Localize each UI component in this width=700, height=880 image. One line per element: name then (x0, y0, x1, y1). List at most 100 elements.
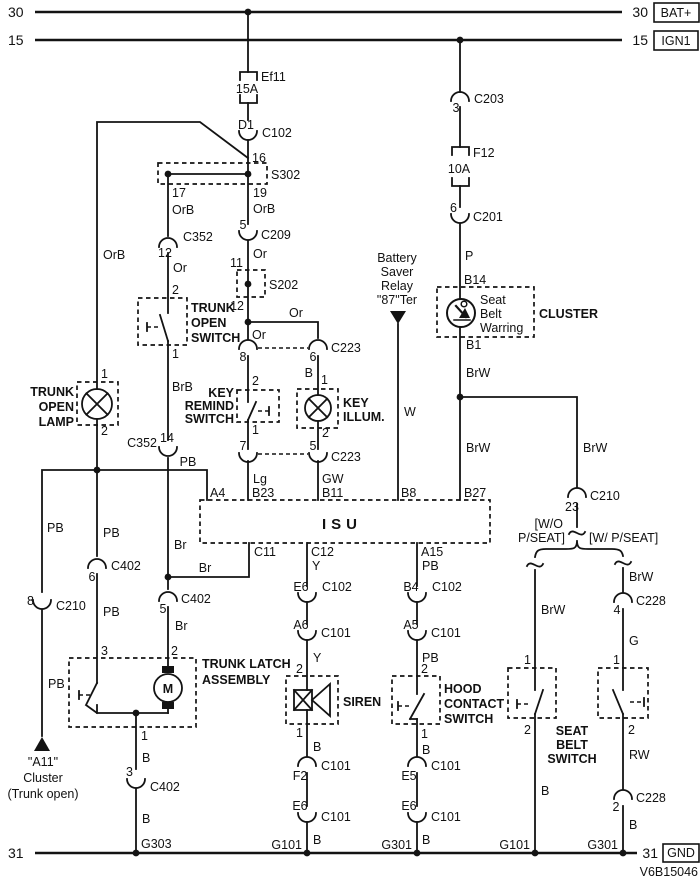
wire-rw: RW (629, 748, 650, 762)
pin-3-latch: 3 (101, 644, 108, 658)
pin-5-c209: 5 (240, 218, 247, 232)
hood-switch-label-1: HOOD (444, 682, 482, 696)
key-remind-label-3: SWITCH (185, 412, 234, 426)
wire-orb-3: OrB (103, 248, 125, 262)
pin-2-hood: 2 (421, 662, 428, 676)
pin-b23: B23 (252, 486, 274, 500)
motor-label: M (163, 682, 173, 696)
wire-g: G (629, 634, 639, 648)
wire-b-sbl: B (541, 784, 549, 798)
connector-c228-b: C228 (636, 791, 666, 805)
pin-23: 23 (565, 500, 579, 514)
trunk-open-switch-label-3: SWITCH (191, 331, 240, 345)
pin-a15: A15 (421, 545, 443, 559)
pin-2-tos: 2 (172, 283, 179, 297)
battery-saver-2: Saver (381, 265, 414, 279)
wire-or-2: Or (253, 247, 267, 261)
pin-2-sbr: 2 (628, 723, 635, 737)
fuse-ef11-name: Ef11 (261, 70, 286, 84)
wire-brw-5: BrW (629, 570, 654, 584)
cluster-lamp-2: Belt (480, 307, 502, 321)
pin-1-latch: 1 (141, 729, 148, 743)
wire-b-latch1: B (142, 751, 150, 765)
connector-c209: C209 (261, 228, 291, 242)
seat-belt-warning-lamp-icon (446, 298, 476, 328)
pin-1-hood: 1 (421, 727, 428, 741)
option-branch-marks (525, 530, 633, 568)
pin-e6-c102: E6 (293, 580, 308, 594)
wire-brw-2: BrW (466, 441, 491, 455)
connector-c102-hood: C102 (432, 580, 462, 594)
splice-s302: S302 (271, 168, 300, 182)
pin-16: 16 (252, 151, 266, 165)
connector-c223-b: C223 (331, 450, 361, 464)
siren-label: SIREN (343, 695, 381, 709)
connector-c210-b: C210 (590, 489, 620, 503)
a11-ref-1: "A11" (28, 755, 58, 769)
pin-2-ki: 2 (322, 426, 329, 440)
wire-b-hood2: B (422, 833, 430, 847)
fuse-f12-name: F12 (473, 146, 495, 160)
pin-2-krs: 2 (252, 374, 259, 388)
wire-br-1: Br (174, 538, 187, 552)
seat-belt-switch-1: SEAT (556, 724, 589, 738)
wire-b-latch2: B (142, 812, 150, 826)
a11-ref-2: Cluster (23, 771, 63, 785)
siren-box (285, 675, 339, 725)
ign1-tag: IGN1 (661, 34, 690, 48)
pin-c12: C12 (311, 545, 334, 559)
pin-11: 11 (230, 256, 243, 270)
pin-a5: A5 (403, 618, 418, 632)
wire-or-1: Or (173, 261, 187, 275)
wire-p: P (465, 249, 473, 263)
battery-saver-4: "87"Ter (377, 293, 417, 307)
pin-e6-siren: E6 (292, 799, 307, 813)
splice-box-s202 (236, 269, 266, 298)
pin-d1: D1 (238, 118, 254, 132)
pin-5-c402: 5 (160, 602, 167, 616)
seat-belt-switch-left-box (507, 667, 557, 719)
hood-switch-label-3: SWITCH (444, 712, 493, 726)
connector-c402-c: C402 (150, 780, 180, 794)
ign1-tag-box (653, 30, 699, 51)
wire-b-sbr: B (629, 818, 637, 832)
wire-pb-2: PB (47, 521, 64, 535)
pin-e6-hood: E6 (401, 799, 416, 813)
pin-2-latch: 2 (171, 644, 178, 658)
key-illum-label-2: ILLUM. (343, 410, 385, 424)
pin-a6: A6 (293, 618, 308, 632)
pin-b11: B11 (322, 486, 343, 500)
bat-tag-box (653, 2, 700, 23)
wire-brw-1: BrW (466, 366, 491, 380)
key-remind-switch-box (236, 389, 280, 423)
connector-c352-a: C352 (183, 230, 213, 244)
cluster-lamp-1: Seat (480, 293, 506, 307)
pin-2-c228: 2 (613, 800, 620, 814)
wire-pb-4: PB (103, 526, 120, 540)
trunk-latch-box (68, 657, 197, 728)
connector-c352-b: C352 (127, 436, 157, 450)
trunk-latch-label-2: ASSEMBLY (202, 673, 271, 687)
connector-c101-a5: C101 (431, 626, 461, 640)
pin-2-sbl: 2 (524, 723, 531, 737)
connector-c223-a: C223 (331, 341, 361, 355)
a11-ref-3: (Trunk open) (7, 787, 78, 801)
seat-option-wo-1: [W/O (535, 517, 564, 531)
wire-lg: Lg (253, 472, 267, 486)
splice-box-s302 (157, 162, 268, 185)
pin-e5: E5 (401, 769, 416, 783)
component-boxes (68, 162, 649, 728)
trunk-open-switch-label-1: TRUNK (191, 301, 235, 315)
wire-pb-5: PB (103, 605, 120, 619)
trunk-open-lamp-label-3: LAMP (39, 415, 74, 429)
trunk-open-switch-label-2: OPEN (191, 316, 226, 330)
connector-c402-a: C402 (181, 592, 211, 606)
ground-g303: G303 (141, 837, 172, 851)
connector-c101-e6a: C101 (321, 810, 351, 824)
fuse-f12-symbol (451, 146, 470, 187)
hood-switch-box (391, 675, 441, 725)
pin-7-c223: 7 (240, 439, 247, 453)
pin-2-siren: 2 (296, 662, 303, 676)
trunk-latch-label-1: TRUNK LATCH (202, 657, 291, 671)
